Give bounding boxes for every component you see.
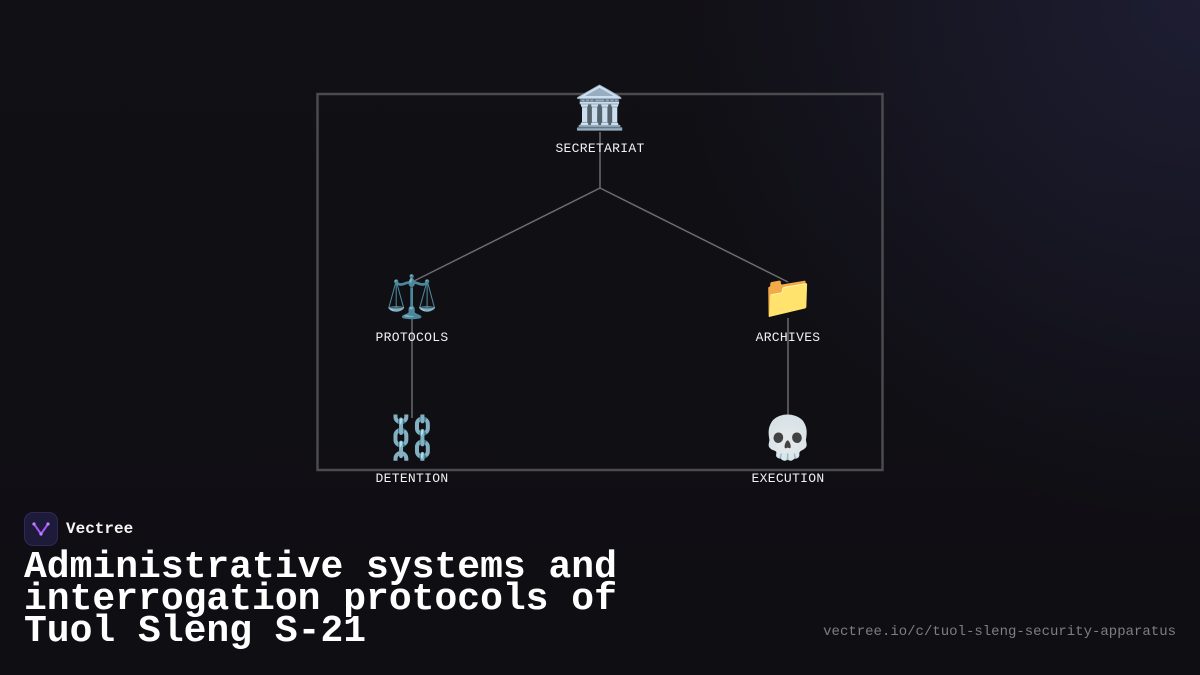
page-title: Administrative systems and interrogation… (24, 546, 617, 653)
node-label-detention: DETENTION (375, 471, 449, 486)
node-secretariat[interactable]: 🏛️ SECRETARIAT (520, 83, 680, 156)
brand[interactable]: Vectree (24, 512, 133, 546)
node-label-archives: ARCHIVES (755, 330, 821, 345)
balance-scale-icon: ⚖️ (385, 272, 439, 321)
node-label-secretariat: SECRETARIAT (555, 141, 645, 156)
vectree-logo-glyph (32, 522, 50, 536)
source-url[interactable]: vectree.io/c/tuol-sleng-security-apparat… (823, 624, 1176, 640)
node-label-protocols: PROTOCOLS (375, 330, 449, 345)
node-detention[interactable]: ⛓️ DETENTION (332, 413, 492, 486)
edge-line (599, 187, 789, 283)
node-archives[interactable]: 📁 ARCHIVES (708, 272, 868, 345)
edge-secretariat-to-archives (599, 187, 789, 283)
node-execution[interactable]: 💀 EXECUTION (708, 413, 868, 486)
skull-icon: 💀 (761, 413, 815, 462)
brand-name: Vectree (66, 520, 134, 538)
vectree-logo-icon (24, 512, 58, 546)
node-protocols[interactable]: ⚖️ PROTOCOLS (332, 272, 492, 345)
node-label-execution: EXECUTION (751, 471, 825, 486)
classical-building-icon: 🏛️ (573, 83, 627, 132)
diagram-frame (316, 92, 884, 472)
chains-icon: ⛓️ (385, 413, 439, 462)
folder-icon: 📁 (761, 272, 815, 321)
